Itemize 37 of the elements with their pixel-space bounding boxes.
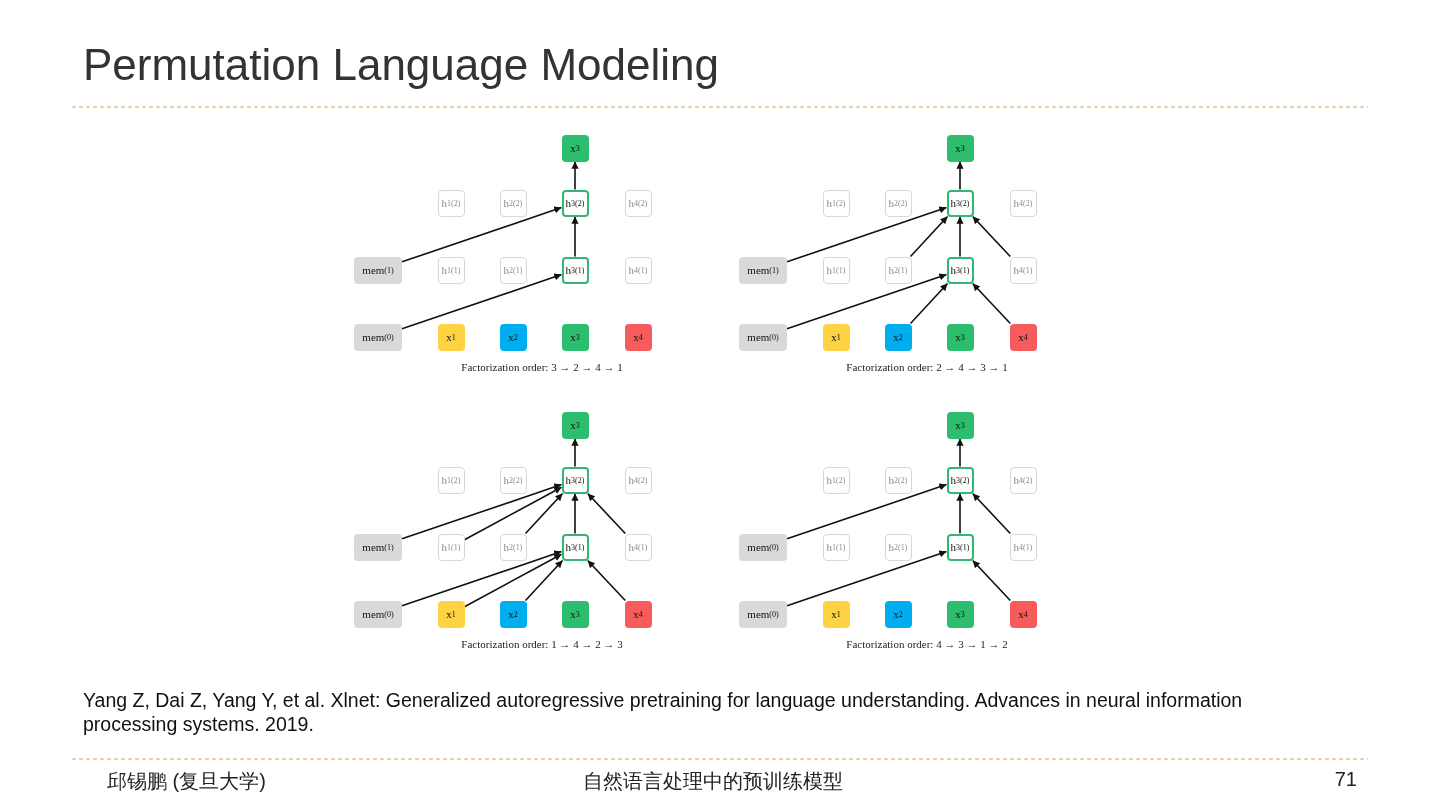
- arrow: [956, 437, 964, 468]
- arrow: [971, 492, 1012, 535]
- footer-text: 邱锡鹏 (复旦大学): [107, 769, 266, 794]
- arrow: [786, 206, 948, 263]
- arrow: [571, 492, 579, 535]
- page-number: 71: [1334, 768, 1357, 791]
- arrow: [463, 553, 563, 608]
- arrow: [524, 492, 564, 535]
- arrow: [571, 215, 579, 258]
- arrow: [786, 273, 948, 330]
- arrow: [401, 483, 563, 540]
- slide-title: Permutation Language Modeling: [83, 40, 719, 90]
- arrow: [956, 160, 964, 191]
- caption-text: Factorization order: 1 → 4 → 2 → 3: [461, 638, 623, 650]
- arrow: [524, 559, 564, 602]
- arrow: [463, 486, 563, 541]
- arrow: [971, 282, 1012, 325]
- arrow: [586, 492, 627, 535]
- arrow: [909, 282, 949, 325]
- arrow: [786, 483, 948, 540]
- arrow: [571, 437, 579, 468]
- caption-text: Factorization order: 3 → 2 → 4 → 1: [461, 361, 623, 373]
- arrow: [909, 215, 949, 258]
- caption-text: Factorization order: 2 → 4 → 3 → 1: [846, 361, 1008, 373]
- arrow: [786, 550, 948, 607]
- arrow: [401, 550, 563, 607]
- arrow: [971, 215, 1012, 258]
- reference-text: Yang Z, Dai Z, Yang Y, et al. Xlnet: Generalized autoregressive pretraining for language understanding. Advances in neural information processing systems. 2019.: [83, 688, 1244, 736]
- arrow: [956, 215, 964, 258]
- caption-text: Factorization order: 4 → 3 → 1 → 2: [846, 638, 1008, 650]
- footer-text: 自然语言处理中的预训练模型: [583, 769, 843, 794]
- arrow: [571, 160, 579, 191]
- arrow: [971, 559, 1012, 602]
- arrow: [956, 492, 964, 535]
- arrow: [401, 273, 563, 330]
- arrow: [586, 559, 627, 602]
- arrow: [401, 206, 563, 263]
